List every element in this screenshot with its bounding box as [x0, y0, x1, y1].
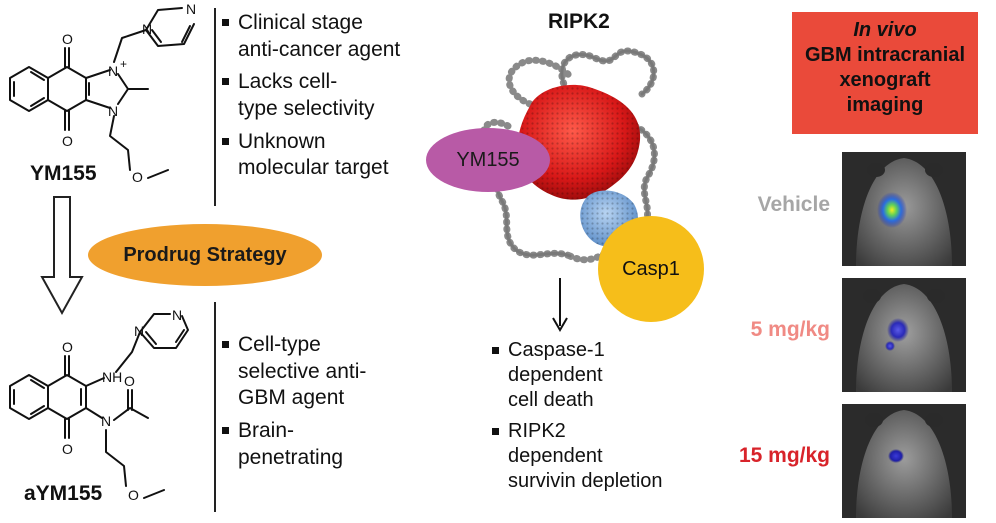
- bullet-line: molecular target: [238, 156, 389, 180]
- bullet-line: anti-cancer agent: [238, 37, 401, 61]
- dose-label-15mg: 15 mg/kg: [738, 444, 830, 467]
- xenograft-image-5mg: [842, 278, 966, 392]
- bullet-line: dependent: [508, 445, 603, 467]
- aym155-atom-o-ether: O: [128, 487, 139, 503]
- bottom-separator-line: [214, 302, 216, 512]
- aym155-atom-o-bottom: O: [62, 441, 73, 457]
- ripk2-protein-structure: [480, 47, 658, 264]
- backbone-loop: [558, 47, 658, 100]
- bullet-item: Unknown molecular target: [222, 129, 400, 182]
- bullet-line: type selectivity: [238, 96, 375, 120]
- bullet-item: Cell-type selective anti- GBM agent: [222, 332, 366, 412]
- bullet-line: penetrating: [238, 445, 344, 469]
- invivo-title-line: xenograft: [839, 69, 931, 91]
- aym155-atom-o-amide: O: [124, 373, 135, 389]
- aym155-atom-n-amide: N: [101, 413, 111, 429]
- backbone-loop: [505, 56, 574, 108]
- ym155-quinone-ring: [47, 66, 87, 112]
- bullet-line: Caspase-1: [508, 339, 605, 361]
- bullet-line: Cell-type: [238, 333, 321, 356]
- ym155-atom-n-pyrazine-2: N: [142, 21, 152, 37]
- aym155-atom-o-top: O: [62, 339, 73, 355]
- bullet-item: Brain- penetrating: [222, 418, 366, 471]
- bullet-item: Caspase-1 dependent cell death: [492, 338, 663, 413]
- aym155-quinone-ring: [47, 374, 87, 420]
- invivo-title-italic: In vivo: [853, 19, 917, 41]
- ym155-atom-o-top: O: [62, 31, 73, 47]
- aym155-atom-n-pyrazine-1: N: [172, 307, 182, 323]
- xenograft-image-vehicle: [842, 152, 966, 266]
- ym155-atom-o-ether: O: [132, 169, 143, 185]
- bullet-line: cell death: [508, 389, 594, 411]
- arrow-down-icon: [552, 278, 568, 332]
- ym155-properties-list: Clinical stage anti-cancer agent Lacks c…: [222, 10, 400, 188]
- bullet-line: GBM agent: [238, 386, 345, 410]
- ym155-atom-n-lower: N: [108, 103, 118, 119]
- prodrug-strategy-label: Prodrug Strategy: [88, 224, 322, 286]
- ym155-atom-o-bottom: O: [62, 133, 73, 149]
- bullet-line: Clinical stage: [238, 11, 363, 34]
- invivo-title-line: GBM intracranial: [804, 44, 966, 66]
- bullet-line: Unknown: [238, 129, 326, 153]
- casp1-binding-label: Casp1: [598, 216, 704, 322]
- top-separator-line: [214, 8, 216, 206]
- ym155-binding-label: YM155: [426, 128, 550, 192]
- chemical-structures: O O N + N N N O O O NH N N N O O: [9, 1, 196, 503]
- bullet-line: RIPK2: [508, 420, 566, 442]
- invivo-title-box: In vivo GBM intracranial xenograft imagi…: [792, 12, 978, 134]
- ym155-atom-plus: +: [120, 57, 127, 71]
- ym155-atom-n-pyrazine-1: N: [186, 1, 196, 17]
- aym155-name: aYM155: [24, 482, 103, 505]
- xenograft-image-15mg: [842, 404, 966, 518]
- bullet-item: Lacks cell- type selectivity: [222, 69, 400, 122]
- ym155-benzene-ring: [9, 66, 49, 112]
- aym155-atom-nh: NH: [102, 369, 122, 385]
- ym155-atom-n-plus: N: [108, 63, 118, 79]
- aym155-properties-list: Cell-type selective anti- GBM agent Brai…: [222, 332, 366, 477]
- bullet-line: Brain-: [238, 418, 295, 442]
- bullet-line: Lacks cell-: [238, 70, 338, 94]
- dose-label-vehicle: Vehicle: [757, 193, 830, 216]
- bullet-line: survivin depletion: [508, 470, 663, 492]
- aym155-atom-n-pyrazine-2: N: [134, 323, 144, 339]
- ym155-pyrazine-ring: [145, 7, 195, 47]
- aym155-benzene-ring: [9, 374, 49, 420]
- bullet-item: Clinical stage anti-cancer agent: [222, 10, 400, 63]
- mechanism-outcomes-list: Caspase-1 dependent cell death RIPK2 dep…: [492, 338, 663, 500]
- backbone-loop: [631, 122, 658, 226]
- ripk2-title: RIPK2: [548, 10, 610, 33]
- prodrug-arrow-icon: [40, 196, 84, 316]
- ym155-imidazolium-ring: [85, 69, 129, 109]
- bullet-item: RIPK2 dependent survivin depletion: [492, 419, 663, 494]
- aym155-pyrazine-ring: [139, 313, 189, 349]
- invivo-title-line: imaging: [846, 94, 924, 116]
- dose-label-5mg: 5 mg/kg: [750, 318, 830, 341]
- bullet-line: selective anti-: [238, 359, 367, 383]
- bullet-line: dependent: [508, 364, 603, 386]
- ym155-name: YM155: [30, 162, 97, 185]
